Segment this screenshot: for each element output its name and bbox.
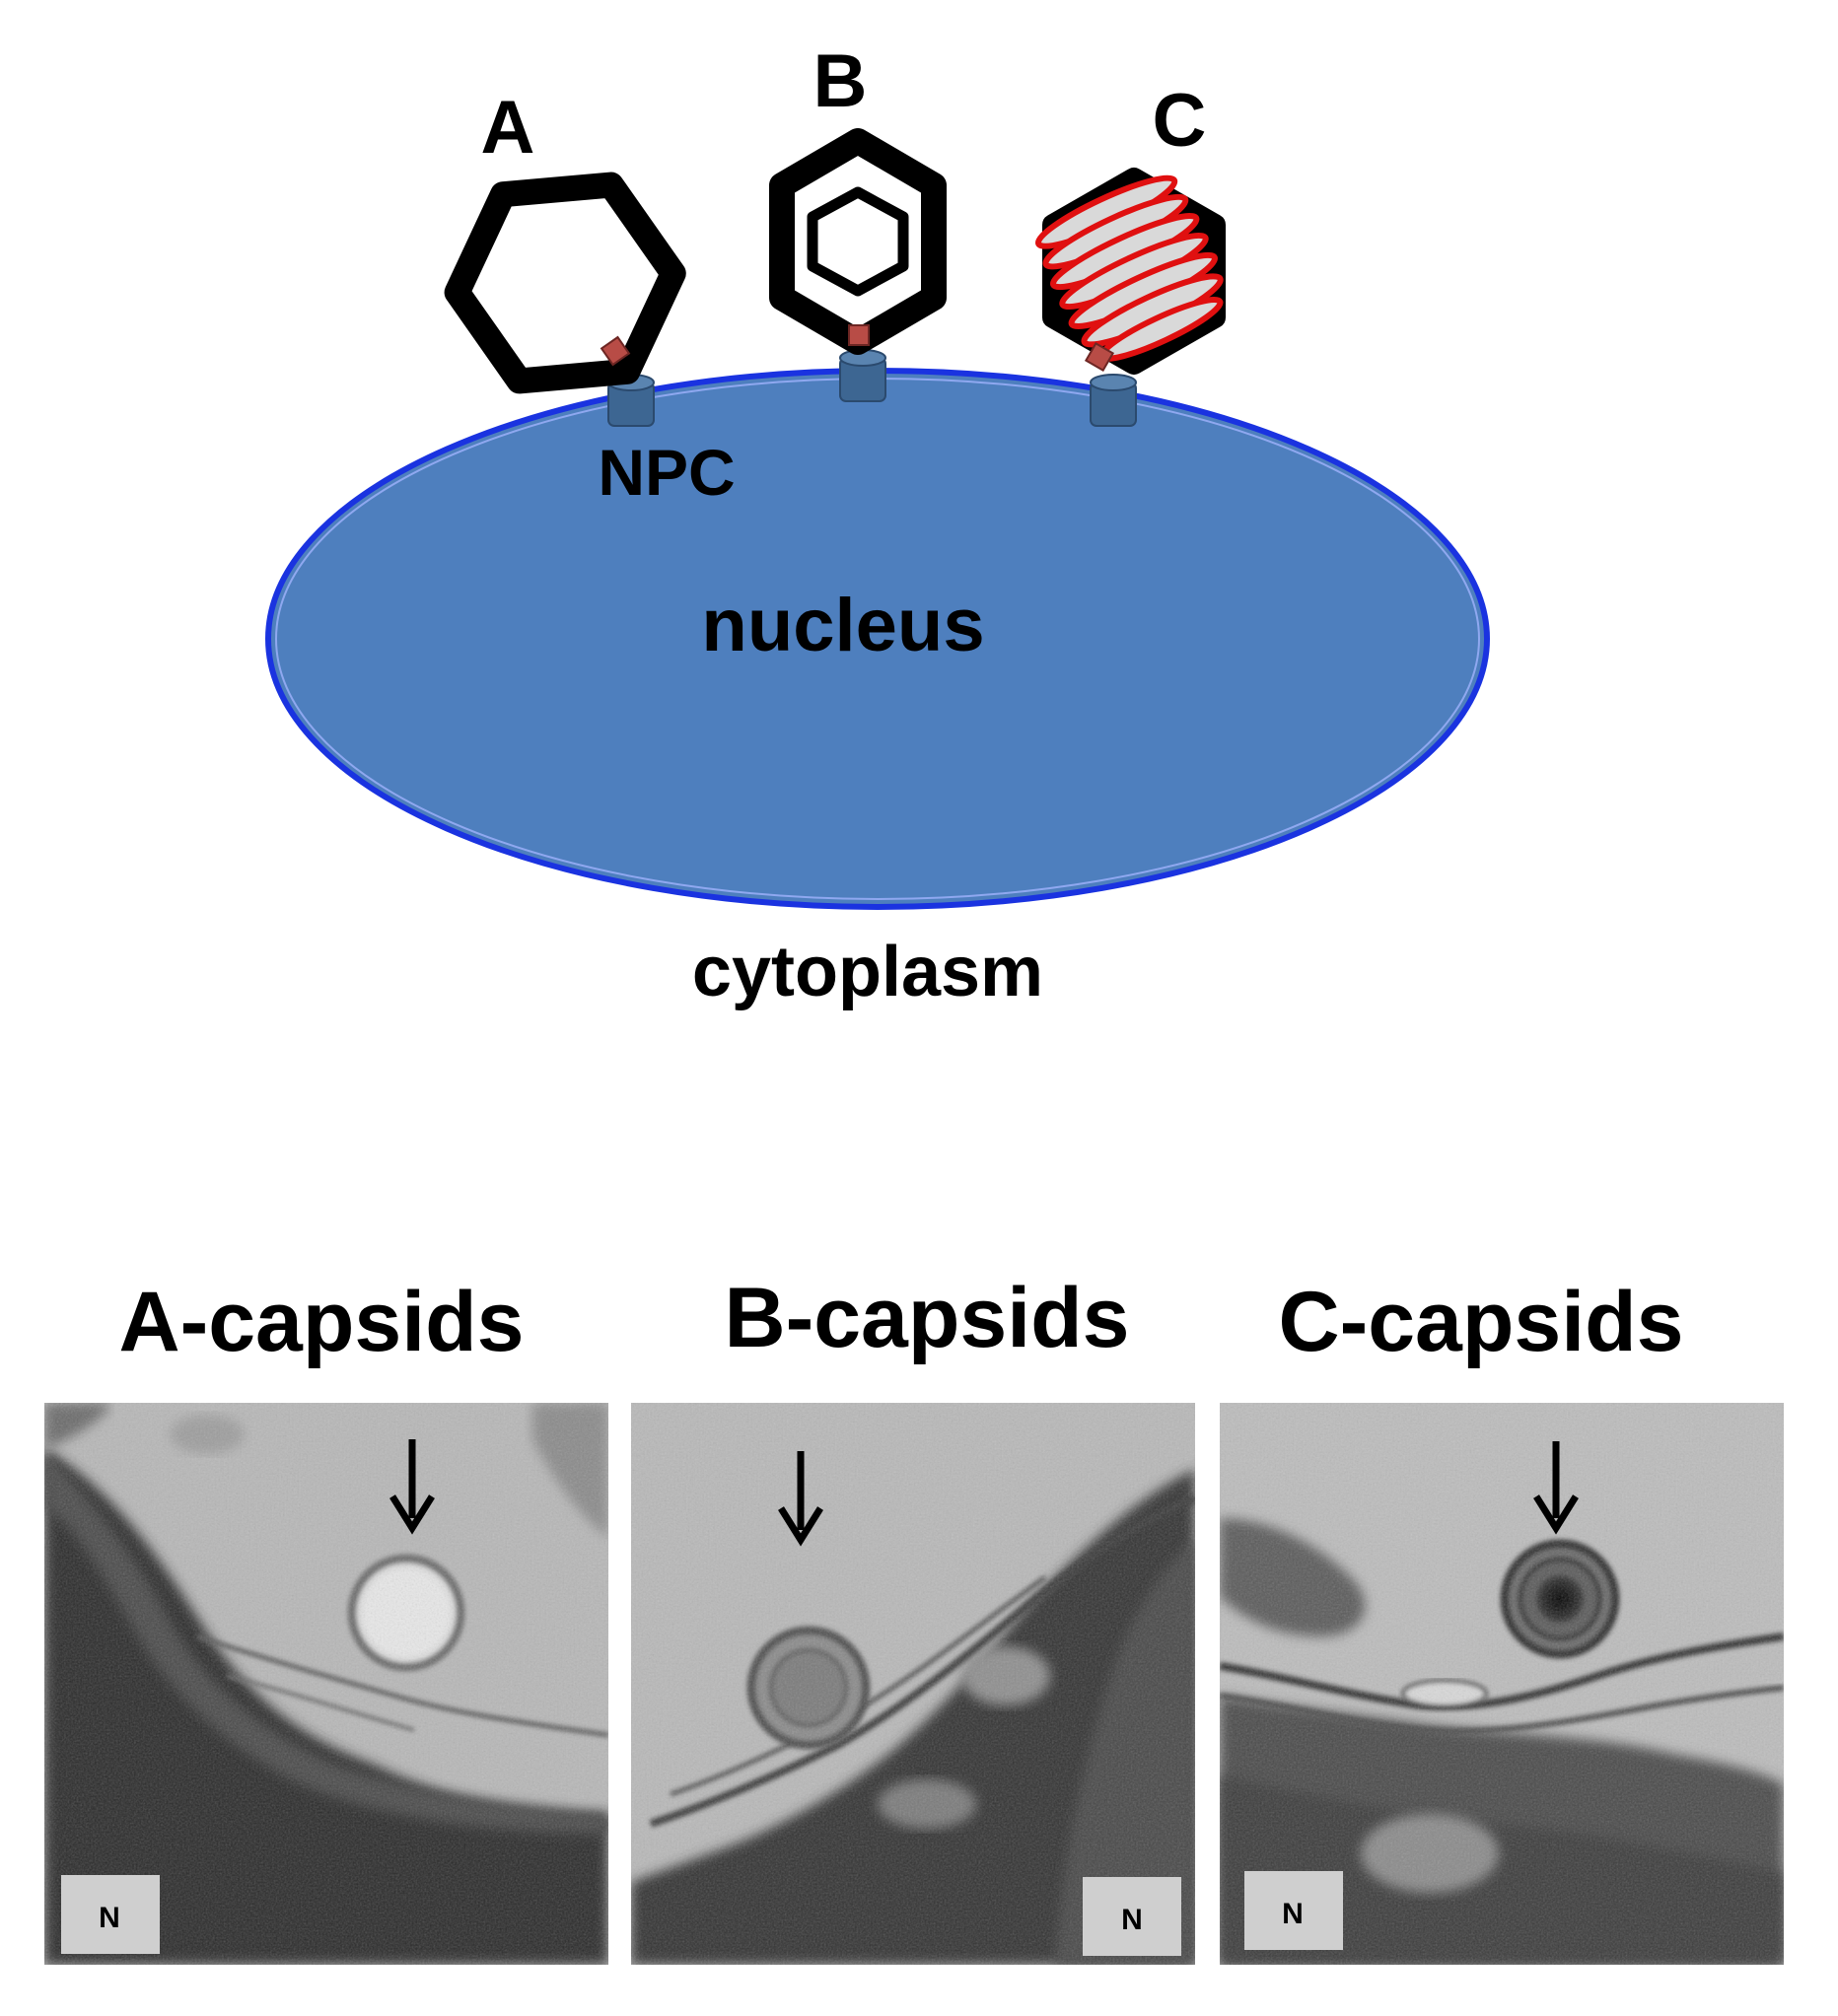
schematic: A B C NPC nucleus cytoplasm [265,39,1490,1011]
npc-label: NPC [598,436,735,509]
micrograph-panel-b: N [631,1403,1195,1965]
pointer-arrow-c [1533,1441,1579,1535]
micrograph-panel-c: N [1220,1403,1784,1965]
label-c: C [1153,79,1207,163]
nucleus-marker-b: N [1121,1904,1143,1936]
nucleus-marker-box-b [1083,1877,1181,1956]
nucleus-marker-a: N [99,1902,120,1934]
cytoplasm-label: cytoplasm [692,933,1043,1011]
portal-a [600,335,631,367]
nucleus-label: nucleus [701,584,984,667]
panel-title-a: A-capsids [118,1275,524,1369]
portal-c [1084,341,1115,373]
npc-pore-b [839,349,886,402]
micrograph-panel-a: N [44,1403,608,1965]
pointer-arrow-a [389,1439,435,1535]
label-b: B [813,39,868,123]
dna-coil [1034,174,1224,362]
nucleus-marker-box-a [61,1875,160,1954]
portal-b [848,324,870,346]
pointer-arrow-b [778,1451,823,1547]
nucleus-marker-c: N [1282,1898,1304,1930]
label-a: A [481,86,535,170]
npc-pore-c [1090,374,1137,427]
panel-title-c: C-capsids [1278,1275,1683,1369]
a-capsid-schematic [444,172,686,394]
panel-title-b: B-capsids [724,1271,1129,1365]
c-capsid-schematic [1034,168,1226,375]
b-capsid-schematic [769,128,947,355]
nucleus-marker-box-c [1244,1871,1343,1950]
